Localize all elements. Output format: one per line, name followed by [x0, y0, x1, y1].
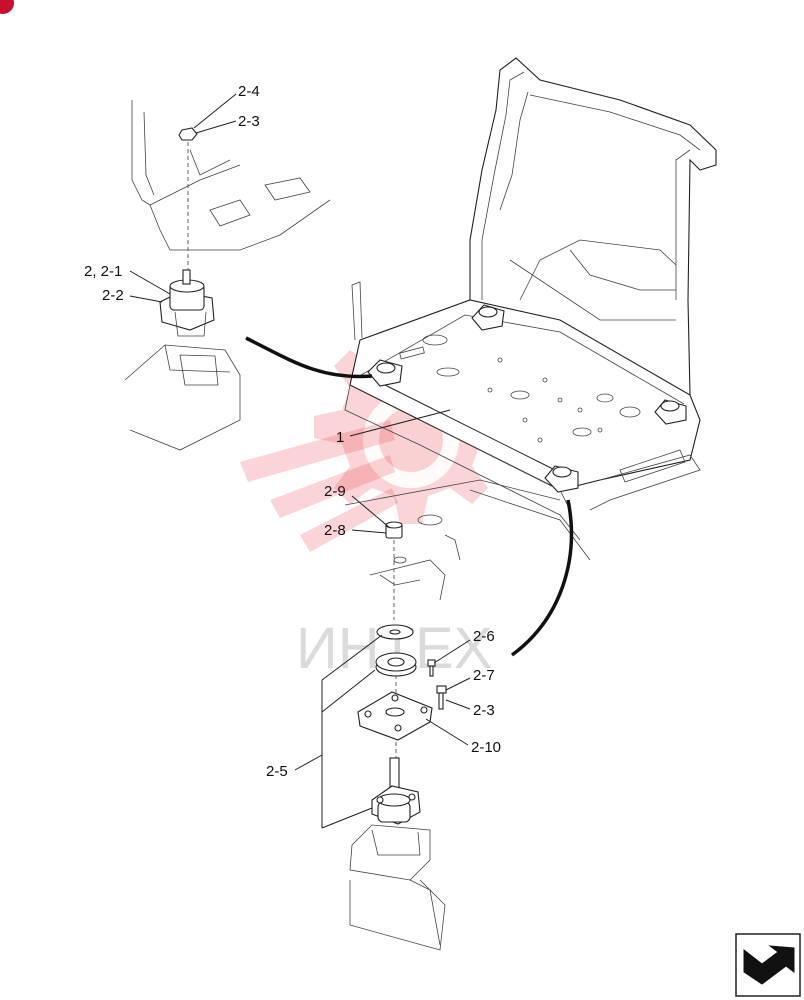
floor-mount-front-left — [367, 359, 403, 387]
exploded-view — [321, 479, 561, 951]
floor-mount-rear-right — [654, 399, 687, 425]
callout-2-4: 2-4 — [238, 83, 260, 100]
callout-2-2-1: 2, 2-1 — [84, 263, 122, 280]
floor-mount-rear-left — [471, 304, 505, 331]
guide-arc-right — [510, 499, 574, 657]
callout-2-6: 2-6 — [473, 628, 495, 645]
next-page-arrow-icon[interactable] — [735, 933, 801, 997]
inset-nut — [178, 127, 198, 141]
exploded-bolt-2-6 — [427, 659, 436, 677]
callout-2-8: 2-8 — [324, 522, 346, 539]
exploded-bolt-2-7 — [436, 685, 447, 710]
inset-mount — [159, 269, 215, 337]
floor-plate — [344, 281, 701, 561]
exploded-nut-2-8 — [385, 521, 403, 539]
callout-2-9: 2-9 — [324, 483, 346, 500]
corner-badge — [0, 0, 14, 14]
callout-2-3-bottom: 2-3 — [473, 702, 495, 719]
callout-2-10: 2-10 — [471, 739, 501, 756]
callout-2-2: 2-2 — [102, 287, 124, 304]
callout-2-5: 2-5 — [266, 763, 288, 780]
leader-lines — [129, 93, 471, 771]
callout-2-7: 2-7 — [473, 667, 495, 684]
inset-top-left — [124, 100, 331, 451]
exploded-plate — [357, 691, 433, 741]
callout-1: 1 — [336, 429, 344, 446]
exploded-washer — [376, 624, 414, 640]
floor-mount-front-right — [544, 465, 579, 493]
guide-arc-left — [245, 336, 373, 379]
callout-2-3-top: 2-3 — [238, 113, 260, 130]
exploded-mount-base — [371, 757, 421, 825]
callout-labels: 2-4 2-3 2, 2-1 2-2 1 2-9 2-8 2-6 2-7 2-3… — [84, 83, 501, 780]
exploded-bushing — [375, 652, 417, 677]
